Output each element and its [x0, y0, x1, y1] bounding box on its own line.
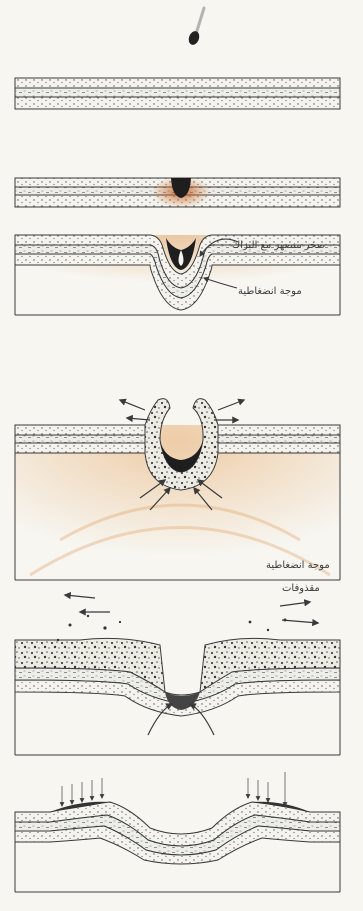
label-shock-wave-stage4: موجة انضغاطية: [266, 560, 330, 571]
meteorite: [187, 8, 204, 46]
label-ejecta: مقذوفات: [282, 583, 320, 594]
stage-1-strata: [15, 78, 340, 109]
stage-2-impact: [15, 176, 340, 208]
stage-5-ejecta: [15, 595, 340, 755]
label-shock-wave-stage3: موجة انضغاطية: [238, 286, 302, 297]
label-melted-rock: صخر منصهر مع البزاك: [232, 240, 325, 251]
stage-4-excavation: [15, 399, 340, 580]
stage-6-final-crater: [15, 772, 340, 892]
